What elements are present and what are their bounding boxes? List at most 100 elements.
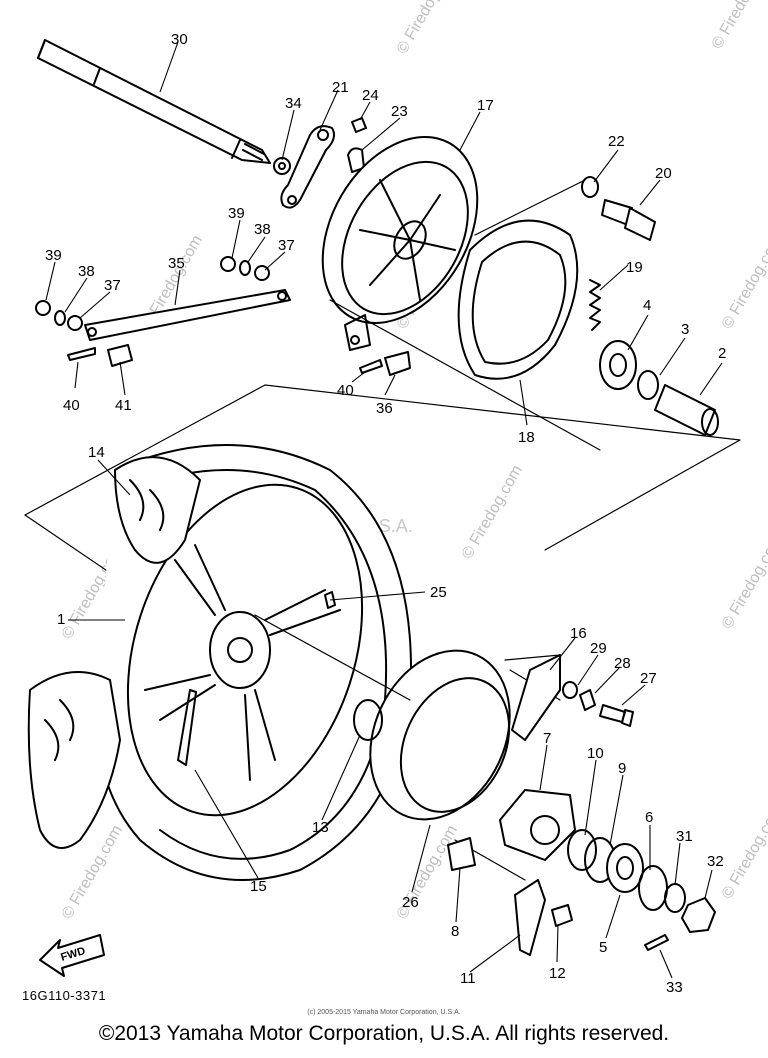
tension-rod xyxy=(84,289,291,341)
balance-weight xyxy=(324,591,336,609)
callout-36: 36 xyxy=(376,400,393,417)
o-ring xyxy=(353,699,383,741)
callout-1: 1 xyxy=(57,611,65,628)
nut xyxy=(220,256,236,272)
callout-20: 20 xyxy=(655,165,672,182)
callout-21: 21 xyxy=(332,79,349,96)
callout-29: 29 xyxy=(590,640,607,657)
watermark: © Firedog.com xyxy=(719,532,768,632)
callout-22: 22 xyxy=(608,133,625,150)
callout-2: 2 xyxy=(718,345,726,362)
cam-shaft xyxy=(601,199,656,241)
callout-38: 38 xyxy=(78,263,95,280)
lock-washer xyxy=(579,689,596,711)
callout-4: 4 xyxy=(643,297,651,314)
bolt xyxy=(107,344,133,367)
callout-7: 7 xyxy=(543,730,551,747)
bearing xyxy=(638,865,668,911)
washer xyxy=(581,176,599,198)
callout-9: 9 xyxy=(618,760,626,777)
callout-37: 37 xyxy=(104,277,121,294)
assembly-outline xyxy=(329,179,601,451)
lock-washer xyxy=(54,310,66,326)
collar xyxy=(654,384,719,436)
callout-40: 40 xyxy=(63,397,80,414)
circlip xyxy=(567,829,597,871)
callout-24: 24 xyxy=(362,87,379,104)
watermark: © Firedog.com xyxy=(394,0,461,57)
callout-23: 23 xyxy=(391,103,408,120)
callout-16: 16 xyxy=(570,625,587,642)
axle xyxy=(37,39,271,164)
diagram-part-code: 16G110-3371 xyxy=(22,988,107,1003)
callout-19: 19 xyxy=(626,259,643,276)
washer xyxy=(664,883,686,913)
callout-27: 27 xyxy=(640,670,657,687)
valve xyxy=(177,689,197,766)
watermark: © Firedog.com xyxy=(719,232,768,332)
callout-31: 31 xyxy=(676,828,693,845)
callout-26: 26 xyxy=(402,894,419,911)
callout-28: 28 xyxy=(614,655,631,672)
callout-8: 8 xyxy=(451,923,459,940)
callout-14: 14 xyxy=(88,444,105,461)
cotter-pin xyxy=(644,934,669,951)
cotter-pin xyxy=(359,359,383,374)
bearing xyxy=(447,837,476,871)
callout-13: 13 xyxy=(312,819,329,836)
bearing xyxy=(599,340,637,390)
callout-37: 37 xyxy=(278,237,295,254)
nut xyxy=(551,904,573,927)
callout-15: 15 xyxy=(250,878,267,895)
callout-32: 32 xyxy=(707,853,724,870)
sprocket xyxy=(499,789,576,861)
small-credit-line: (c) 2005-2015 Yamaha Motor Corporation, … xyxy=(307,1009,461,1016)
bolt xyxy=(384,351,411,376)
watermark: © Firedog.com xyxy=(709,0,768,52)
assembly-outline xyxy=(254,614,411,701)
spring xyxy=(589,279,601,331)
nut xyxy=(681,897,716,933)
callout-25: 25 xyxy=(430,584,447,601)
bolt xyxy=(599,704,634,727)
callout-40: 40 xyxy=(337,382,354,399)
hub-clutch xyxy=(369,649,511,821)
washer xyxy=(273,157,291,175)
forward-arrow: FWD xyxy=(39,934,105,977)
wheel xyxy=(27,444,412,881)
callout-39: 39 xyxy=(45,247,62,264)
callout-18: 18 xyxy=(518,429,535,446)
callout-10: 10 xyxy=(587,745,604,762)
washer xyxy=(562,681,578,699)
brake-arm xyxy=(280,125,335,209)
brake-plate xyxy=(321,135,479,351)
callout-5: 5 xyxy=(599,939,607,956)
callout-17: 17 xyxy=(477,97,494,114)
callout-3: 3 xyxy=(681,321,689,338)
cotter-pin xyxy=(67,347,96,361)
callout-11: 11 xyxy=(460,970,476,987)
watermark: © Firedog.com xyxy=(459,462,526,562)
callout-39: 39 xyxy=(228,205,245,222)
nut xyxy=(35,300,51,316)
callout-35: 35 xyxy=(168,255,185,272)
spacer xyxy=(637,370,659,400)
callout-41: 41 xyxy=(115,397,132,414)
assembly-outline xyxy=(24,384,741,551)
brake-shoes xyxy=(457,219,579,380)
callout-33: 33 xyxy=(666,979,683,996)
washer xyxy=(278,162,286,170)
callout-12: 12 xyxy=(549,965,566,982)
bolt xyxy=(351,117,367,133)
lock-plate xyxy=(514,879,546,956)
copyright-notice: ©2013 Yamaha Motor Corporation, U.S.A. A… xyxy=(98,1022,670,1045)
lock-plate xyxy=(511,654,561,741)
callout-6: 6 xyxy=(645,809,653,826)
washer xyxy=(67,315,83,331)
callout-34: 34 xyxy=(285,95,302,112)
callout-30: 30 xyxy=(171,31,188,48)
lock-washer xyxy=(239,260,251,276)
watermark: © Firedog.com xyxy=(719,802,768,902)
callout-38: 38 xyxy=(254,221,271,238)
